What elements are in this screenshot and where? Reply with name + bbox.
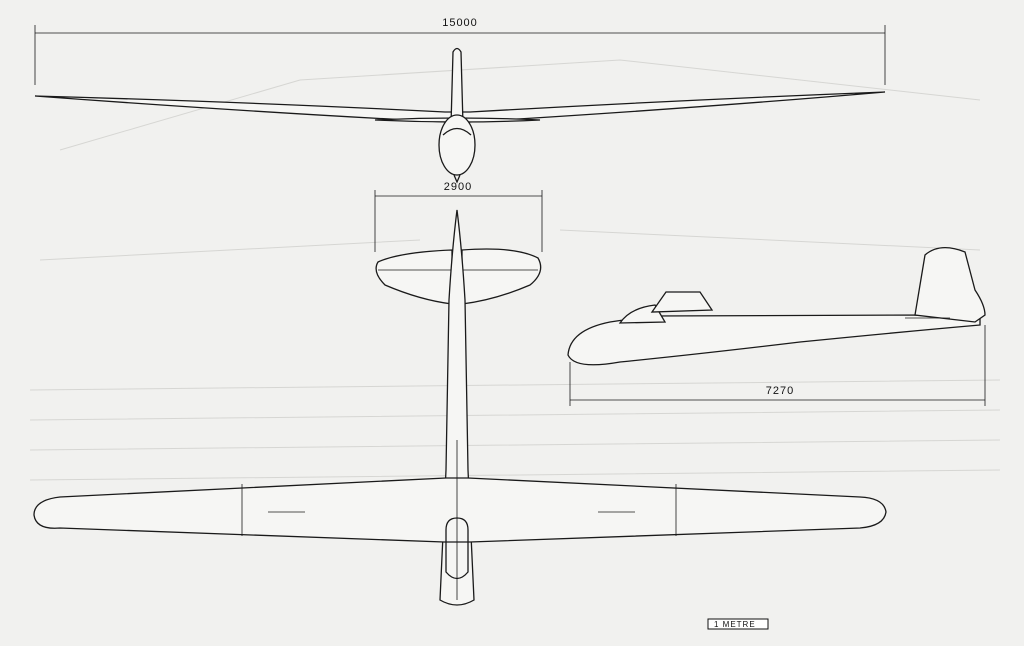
wingspan-dimension: 15000 xyxy=(34,17,886,85)
tailplane-span-label: 2900 xyxy=(444,181,472,193)
scale-bar: 1 METRE xyxy=(707,618,769,630)
length-label: 7270 xyxy=(766,385,794,397)
front-view xyxy=(34,47,886,184)
wingspan-label: 15000 xyxy=(442,17,478,29)
tailplane-span-dimension: 2900 xyxy=(374,181,543,252)
scale-bar-label: 1 METRE xyxy=(714,620,756,629)
length-dimension: 7270 xyxy=(569,325,986,406)
top-view xyxy=(33,209,887,606)
side-view xyxy=(567,247,986,366)
